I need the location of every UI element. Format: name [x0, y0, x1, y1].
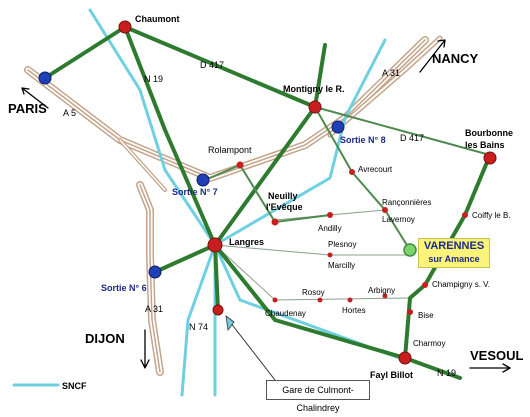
n19-road-north	[123, 25, 217, 247]
montigny-avrecourt-road	[314, 106, 411, 251]
n19-road-south	[403, 356, 462, 380]
rail-line-southwest	[180, 243, 217, 397]
hortes-marker[interactable]	[347, 297, 353, 303]
rosoy-marker[interactable]	[317, 297, 323, 303]
n19-label-top: N 19	[144, 74, 163, 84]
coiffy-marker[interactable]	[462, 212, 468, 218]
langres-marker[interactable]	[207, 237, 223, 253]
charmoy-label: Charmoy	[413, 339, 445, 348]
n19-label-bottom: N 19	[437, 368, 456, 378]
sncf-legend-label: SNCF	[62, 381, 87, 391]
langres-sortie6-road	[153, 243, 217, 274]
coiffy-label: Coiffy le B.	[472, 211, 511, 220]
paris-label: PARIS	[8, 101, 47, 116]
rançonnieres-label: Rançonnières	[382, 198, 431, 207]
bourbonne-label-1: Bourbonne	[465, 128, 513, 138]
chaumont-paris-road	[43, 25, 127, 80]
varennes-label-2: sur Amance	[428, 254, 480, 264]
varennes-marker[interactable]	[403, 243, 417, 257]
a31-label-bottom: A 31	[145, 304, 163, 314]
rail-line-north	[88, 8, 217, 397]
varennes-label-1: VARENNES	[423, 240, 485, 252]
sortie-6-marker[interactable]	[148, 265, 162, 279]
champigny-label: Champigny s. V.	[432, 280, 490, 289]
rosoy-label: Rosoy	[302, 288, 325, 297]
champigny-marker[interactable]	[422, 282, 428, 288]
fayl-billot-marker[interactable]	[398, 351, 412, 365]
gare-pointer-icon	[225, 315, 235, 332]
a31-label-top: A 31	[382, 68, 400, 78]
rolampont-road	[239, 164, 276, 223]
gare-label[interactable]: Gare de Culmont-Chalindrey	[266, 380, 370, 413]
bise-marker[interactable]	[407, 309, 413, 315]
d417-label-a: D 417	[200, 60, 224, 70]
arrow-layer	[21, 39, 511, 373]
varennes-highlight-label[interactable]: VARENNES sur Amance	[418, 238, 490, 268]
rolampont-label: Rolampont	[208, 145, 252, 155]
city-layer	[118, 20, 497, 365]
chaumont-marker[interactable]	[118, 20, 132, 34]
dijon-arrow-icon	[140, 329, 150, 369]
bise-label: Bise	[418, 311, 434, 320]
n74-marker[interactable]	[212, 304, 224, 316]
avrecourt-label: Avrecourt	[358, 165, 393, 174]
langres-fayl-road	[213, 243, 407, 360]
exit-layer	[38, 71, 345, 279]
sortie-8-label: Sortie N° 8	[340, 135, 386, 145]
langres-label: Langres	[229, 237, 264, 247]
neuilly-label-1: Neuilly	[268, 191, 298, 201]
sortie-6-label: Sortie N° 6	[101, 283, 147, 293]
avrecourt-marker[interactable]	[349, 169, 355, 175]
marcilly-marker[interactable]	[327, 252, 333, 258]
label-layer: Chaumont Montigny le R. Bourbonne les Ba…	[8, 14, 524, 391]
nancy-label: NANCY	[432, 51, 479, 66]
rolampont-marker[interactable]	[236, 161, 244, 169]
neuilly-marker[interactable]	[271, 218, 279, 226]
andilly-label: Andilly	[318, 224, 342, 233]
chaumont-montigny-road	[123, 25, 317, 109]
lavernoy-label: Lavernoy	[382, 215, 415, 224]
d417-label-b: D 417	[400, 133, 424, 143]
paris-arrow-icon	[21, 87, 49, 109]
sortie-7-label: Sortie N° 7	[172, 187, 218, 197]
chaumont-label: Chaumont	[135, 14, 180, 24]
montigny-label: Montigny le R.	[283, 84, 345, 94]
a5-label: A 5	[63, 108, 76, 118]
n74-label: N 74	[189, 322, 208, 332]
marcilly-label: Marcilly	[328, 261, 355, 270]
nancy-arrow-icon	[419, 39, 446, 73]
sortie-8-marker[interactable]	[331, 120, 345, 134]
fayl-billot-label: Fayl Billot	[370, 370, 413, 380]
arbigny-label: Arbigny	[368, 286, 395, 295]
dijon-label: DIJON	[85, 331, 125, 346]
bourbonne-label-2: les Bains	[465, 140, 505, 150]
rançonnieres-marker[interactable]	[382, 207, 388, 213]
vesoul-arrow-icon	[469, 363, 511, 373]
bourbonne-marker[interactable]	[483, 151, 497, 165]
chaudenay-marker[interactable]	[272, 297, 278, 303]
gare-pointer	[225, 315, 276, 381]
andilly-marker[interactable]	[327, 212, 333, 218]
chaudenay-label: Chaudenay	[265, 309, 306, 318]
arbigny-marker[interactable]	[382, 293, 388, 299]
rail-line-south-east	[213, 243, 407, 362]
langres-n74-road	[213, 243, 220, 312]
motorway-layer	[24, 35, 443, 376]
a5-motorway	[24, 36, 429, 182]
vesoul-label: VESOUL	[470, 348, 524, 363]
hortes-label: Hortes	[342, 306, 366, 315]
d417-road	[314, 106, 491, 156]
plesnoy-label: Plesnoy	[328, 240, 356, 249]
neuilly-road	[274, 214, 331, 223]
sortie-7-marker[interactable]	[196, 173, 210, 187]
sortie7-rolampont-road	[204, 164, 241, 181]
neuilly-label-2: l'Evêque	[266, 202, 303, 212]
paris-exit-marker[interactable]	[38, 71, 52, 85]
montigny-marker[interactable]	[308, 100, 322, 114]
